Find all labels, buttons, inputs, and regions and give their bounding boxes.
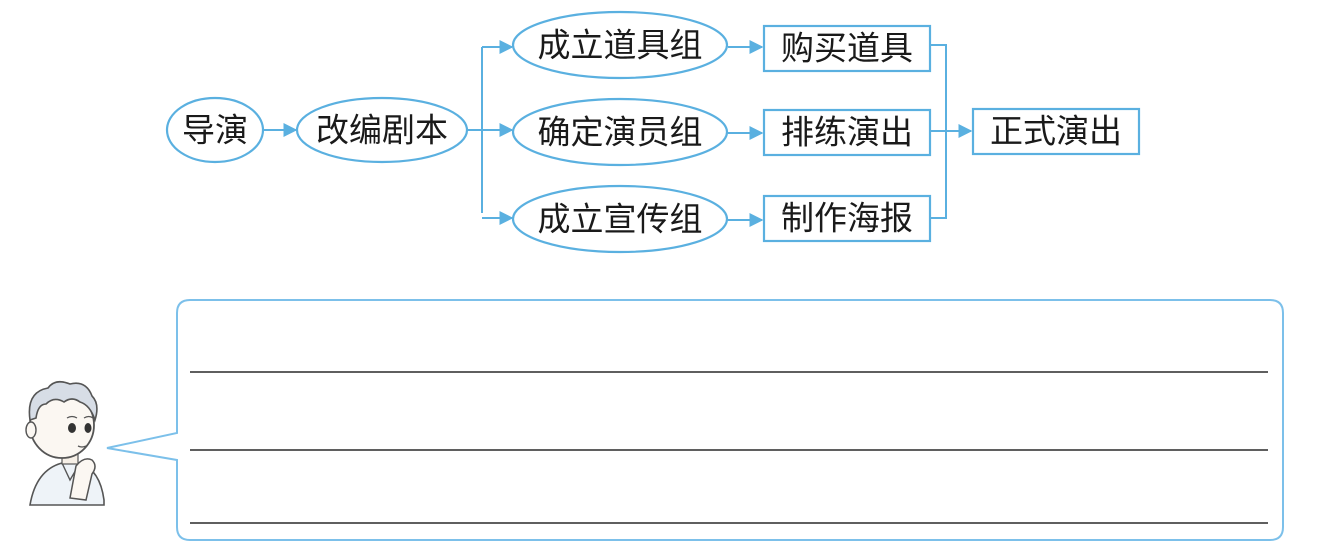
node-group-publicity-label: 成立宣传组	[538, 200, 703, 239]
node-director: 导演	[165, 96, 265, 164]
node-task-rehearse: 排练演出	[762, 108, 932, 157]
node-group-props-label: 成立道具组	[538, 26, 703, 65]
speech-bubble-outline	[106, 299, 1284, 541]
node-adapt-script-label: 改编剧本	[316, 111, 448, 150]
node-task-buy-props-label: 购买道具	[781, 29, 913, 68]
node-group-actors: 确定演员组	[511, 97, 729, 167]
node-group-publicity: 成立宣传组	[511, 184, 729, 254]
node-task-buy-props: 购买道具	[762, 24, 932, 73]
branch-trunk	[467, 47, 483, 213]
node-group-props: 成立道具组	[511, 10, 729, 80]
node-group-actors-label: 确定演员组	[538, 113, 703, 152]
node-task-poster-label: 制作海报	[781, 199, 913, 238]
thinking-boy-icon	[25, 380, 105, 506]
node-adapt-script: 改编剧本	[295, 96, 469, 164]
connectors	[264, 40, 973, 227]
node-task-rehearse-label: 排练演出	[781, 113, 913, 152]
node-final-performance-label: 正式演出	[990, 112, 1122, 151]
node-director-label: 导演	[182, 111, 248, 150]
answer-bubble	[106, 299, 1284, 541]
node-final-performance: 正式演出	[971, 107, 1141, 156]
node-task-poster: 制作海报	[762, 194, 932, 243]
